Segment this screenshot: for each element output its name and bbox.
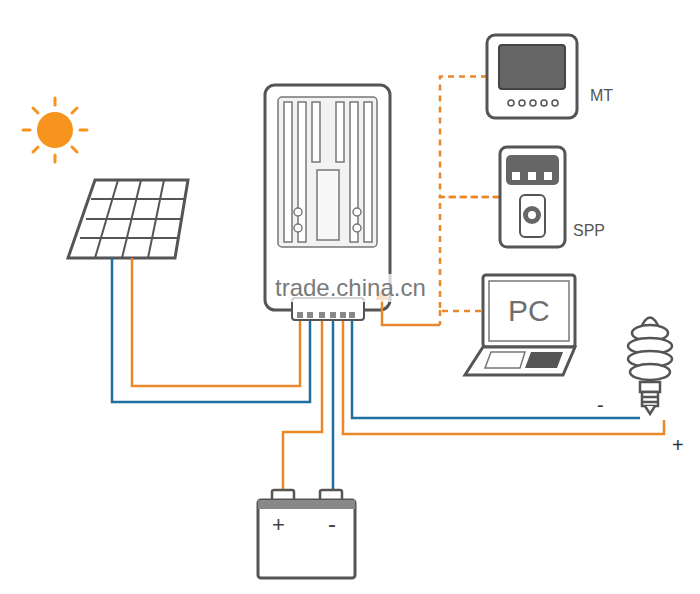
node-label: MT <box>590 87 613 105</box>
solar-panel <box>68 180 188 258</box>
node-label: PC <box>508 294 550 328</box>
power-wires <box>112 258 664 492</box>
bulb-icon <box>628 318 672 415</box>
spp-module: SPP <box>500 147 565 247</box>
mt-meter: MT <box>487 35 577 118</box>
node-label: - <box>328 510 336 538</box>
battery: +- <box>258 500 355 578</box>
node-label: SPP <box>573 222 605 240</box>
pc-laptop: PC <box>483 275 575 347</box>
mt-meter-outline <box>487 35 577 118</box>
battery-outline <box>258 500 355 578</box>
watermark: trade.china.cn <box>272 274 429 302</box>
polarity-sign: - <box>597 394 604 417</box>
node-label: + <box>272 512 285 538</box>
sun-icon <box>23 98 87 162</box>
spp-module-outline <box>500 147 565 247</box>
polarity-sign: + <box>672 434 684 457</box>
